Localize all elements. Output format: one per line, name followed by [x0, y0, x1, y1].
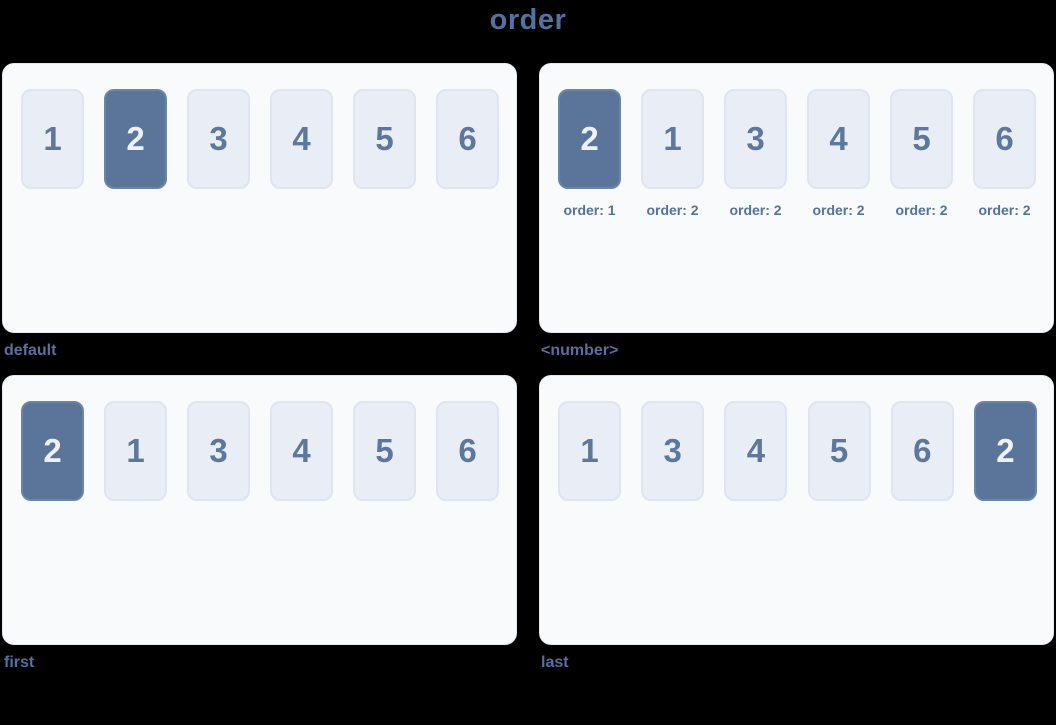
flex-item: 6 — [436, 401, 499, 501]
flex-item: 3 — [187, 401, 250, 501]
flex-item: 5 — [353, 401, 416, 501]
page-title: order — [489, 4, 567, 36]
order-label: order: 2 — [895, 202, 948, 218]
flex-item: 3 — [187, 89, 250, 189]
flex-item-box: 3 — [641, 401, 705, 501]
order-label: order: 2 — [812, 202, 865, 218]
flex-item: 4 order: 2 — [807, 89, 870, 218]
flex-item: 2 — [21, 401, 84, 501]
flex-item-box: 3 — [187, 401, 250, 501]
flex-item-box: 4 — [807, 89, 870, 189]
panel-caption: last — [541, 654, 569, 671]
flex-item: 4 — [270, 89, 333, 189]
order-label: order: 1 — [563, 202, 616, 218]
flex-item-box: 5 — [807, 401, 871, 501]
demo-grid: 1 2 3 4 5 6 default 2 order: 1 — [0, 63, 1056, 672]
flex-item: 5 — [353, 89, 416, 189]
flex-item-box: 6 — [436, 89, 499, 189]
panel-caption: default — [4, 342, 57, 359]
demo-cell-last: 1 3 4 5 6 2 last — [539, 375, 1054, 672]
flex-item: 1 — [558, 401, 621, 501]
order-label: order: 2 — [729, 202, 782, 218]
flex-item: 5 — [807, 401, 871, 501]
flex-item: 6 — [890, 401, 954, 501]
flex-item-box: 5 — [890, 89, 953, 189]
flex-item-box: 4 — [270, 89, 333, 189]
flex-item: 6 — [436, 89, 499, 189]
flex-item: 1 order: 2 — [641, 89, 704, 218]
flex-item-box: 1 — [104, 401, 167, 501]
flex-item: 6 order: 2 — [973, 89, 1036, 218]
demo-cell-number: 2 order: 1 1 order: 2 3 order: 2 4 order… — [539, 63, 1054, 360]
panel-default: 1 2 3 4 5 6 — [2, 63, 517, 333]
flex-item: 1 — [21, 89, 84, 189]
flex-item-box: 2 — [104, 89, 167, 189]
flex-item-box: 6 — [890, 401, 954, 501]
page-header: order — [0, 0, 1056, 35]
flex-item-box: 6 — [973, 89, 1036, 189]
flex-item-box: 5 — [353, 401, 416, 501]
flex-item-box: 2 — [558, 89, 621, 189]
flex-item: 4 — [270, 401, 333, 501]
flex-item-box: 2 — [973, 401, 1037, 501]
order-label: order: 2 — [646, 202, 699, 218]
panel-caption: first — [4, 654, 35, 671]
panel-first: 2 1 3 4 5 6 — [2, 375, 517, 645]
panel-number: 2 order: 1 1 order: 2 3 order: 2 4 order… — [539, 63, 1054, 333]
flex-item-box: 5 — [353, 89, 416, 189]
panel-caption: <number> — [541, 342, 619, 359]
panel-last: 1 3 4 5 6 2 — [539, 375, 1054, 645]
flex-item: 2 — [973, 401, 1037, 501]
flex-item-box: 1 — [558, 401, 621, 501]
demo-cell-first: 2 1 3 4 5 6 first — [2, 375, 517, 672]
flex-item-box: 2 — [21, 401, 84, 501]
flex-item: 2 — [104, 89, 167, 189]
flex-item-box: 1 — [641, 89, 704, 189]
flex-item-box: 1 — [21, 89, 84, 189]
demo-cell-default: 1 2 3 4 5 6 default — [2, 63, 517, 360]
order-label: order: 2 — [978, 202, 1031, 218]
flex-item-box: 6 — [436, 401, 499, 501]
flex-item: 4 — [724, 401, 788, 501]
flex-item: 2 order: 1 — [558, 89, 621, 218]
flex-item-box: 3 — [724, 89, 787, 189]
flex-item: 1 — [104, 401, 167, 501]
flex-item: 3 — [641, 401, 705, 501]
flex-item-box: 4 — [724, 401, 788, 501]
flex-item: 5 order: 2 — [890, 89, 953, 218]
flex-item: 3 order: 2 — [724, 89, 787, 218]
flex-item-box: 3 — [187, 89, 250, 189]
flex-item-box: 4 — [270, 401, 333, 501]
